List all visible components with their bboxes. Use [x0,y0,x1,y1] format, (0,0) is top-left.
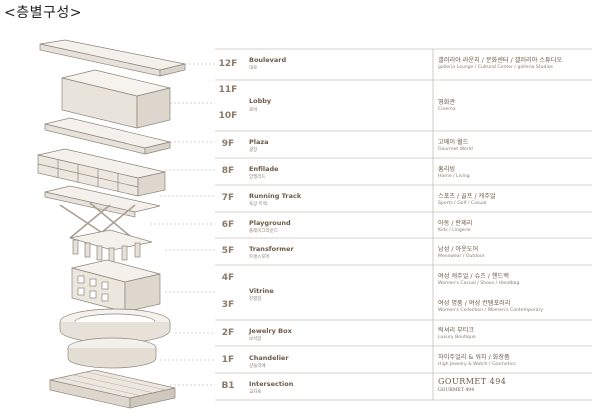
floor-label-12f: 12F [218,59,238,69]
zone-name-11f: Lobby [249,97,272,105]
tenant-en-1f: High Jewelry & Watch / Cosmetics [438,362,516,367]
floor-label-6f: 6F [221,220,235,230]
floor-label-11f: 11F [218,85,238,95]
zone-name-4f: Vitrine [249,287,274,295]
zone-name-7f: Running Track [249,192,302,200]
tenant-en-2f: Luxury Boutique [438,335,476,340]
zone-name-6f: Playground [249,219,291,227]
tenant-kr-2f: 럭셔리 부티크 [438,327,475,334]
tenant-kr-8f: 홈리빙 [438,166,456,173]
floor-label-1f: 1F [221,355,235,365]
tenant-en-9f: Gourmet World [438,147,473,152]
floor-label-8f: 8F [221,166,235,176]
tenant-en-7f: Sports / Golf / Casual [438,201,487,206]
zone-name-8f: Enfilade [249,165,279,173]
tenant-kr-6f: 아동 / 란제리 [438,220,473,227]
zone-sub-8f: 앙필라드 [249,175,266,180]
floor-label-7f: 7F [221,193,235,203]
zone-name-9f: Plaza [249,138,269,146]
tenant-kr-3f: 여성 명품 / 여성 컨템포러리 [438,300,511,307]
floor-label-3f: 3F [221,300,235,310]
zone-sub-2f: 보석함 [249,337,262,342]
tenant-kr-4f: 여성 캐주얼 / 슈즈 / 핸드백 [438,273,509,280]
building-illustration [37,39,186,409]
leader-lines [150,63,215,386]
page-title: <층별구성> [4,5,82,21]
row-dividers [215,48,592,401]
zone-sub-b1: 교차로 [249,390,262,395]
zone-name-1f: Chandelier [249,354,289,362]
tenant-en-5f: Menswear / Outdoor [438,254,485,259]
zone-name-b1: Intersection [249,380,294,388]
tenant-kr-7f: 스포츠 / 골프 / 캐주얼 [438,193,496,200]
tenant-en-8f: Home / Living [438,174,470,179]
zone-sub-9f: 광장 [249,148,258,153]
floor-label-10f: 10F [218,111,238,121]
zone-sub-11f: 로비 [249,108,258,113]
tenant-logo-b1: GOURMET 494 [438,377,507,386]
floor-label-2f: 2F [221,328,235,338]
zone-name-5f: Transformer [249,245,294,253]
tenant-kr-9f: 고메이 월드 [438,139,469,146]
tenant-kr-11f: 영화관 [438,99,456,106]
tenant-kr-1f: 하이주얼리 & 워치 / 화장품 [438,354,510,361]
zone-name-12f: Boulevard [249,56,287,64]
tenant-en-3f: Women's Collection / Women's Contemporar… [438,308,544,313]
zone-sub-1f: 샹들리에 [249,364,266,369]
tenant-kr-5f: 남성 / 아웃도어 [438,246,479,253]
tenant-en-6f: Kids / Lingerie [438,228,471,233]
zone-sub-4f: 진열장 [249,297,262,302]
zone-sub-7f: 육상 트랙 [249,202,267,207]
tenant-en-12f: galleria Lounge / Cultural Center / gall… [438,65,553,70]
floor-label-5f: 5F [221,246,235,256]
zone-name-2f: Jewelry Box [249,327,292,335]
floor-label-4f: 4F [221,273,235,283]
floor-label-b1: B1 [221,381,235,391]
tenant-kr-12f: 갤러리아 라운지 / 문화센터 / 갤러리아 스튜디오 [438,57,563,64]
zone-sub-5f: 트랜스포머 [249,255,270,260]
zone-sub-6f: 플레이그라운드 [249,229,278,234]
tenant-en-4f: Women's Casual / Shoes / Handbag [438,281,520,286]
floor-label-9f: 9F [221,139,235,149]
zone-sub-12f: 대로 [249,66,258,71]
tenant-en-b1: GOURMET 494 [438,388,475,393]
tenant-en-11f: Cinema [438,107,456,112]
